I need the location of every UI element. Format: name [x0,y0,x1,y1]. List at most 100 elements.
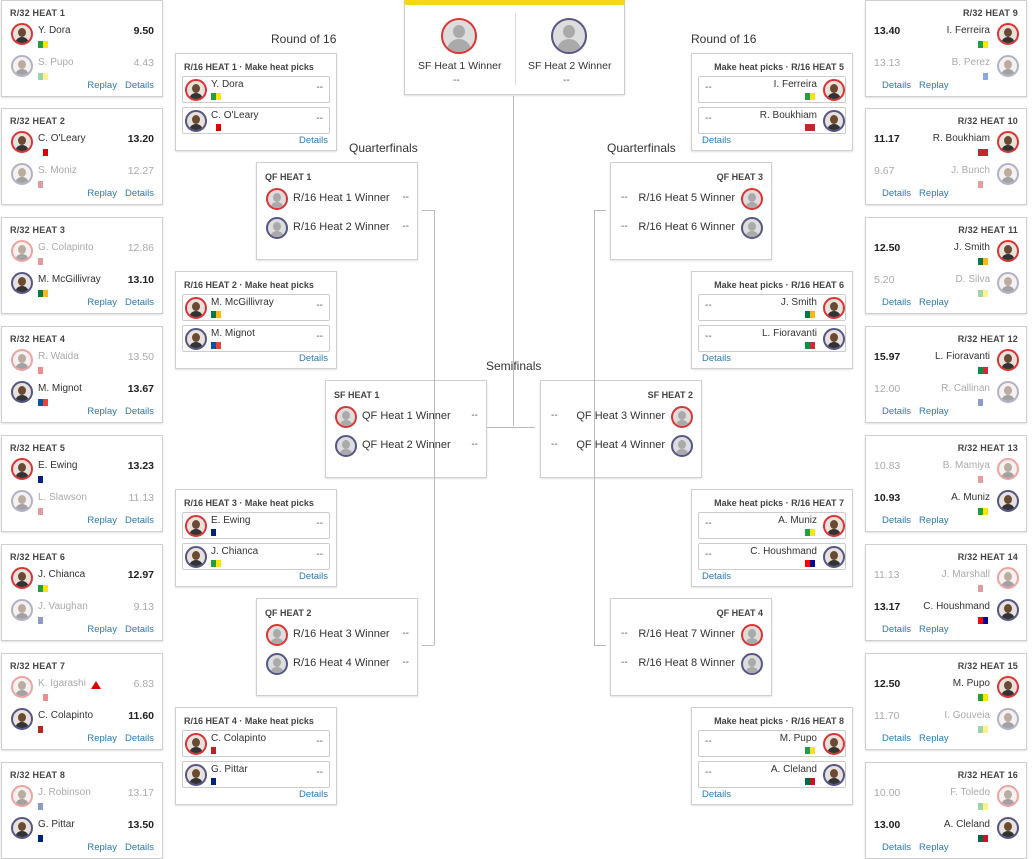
details-link[interactable]: Details [124,188,154,199]
details-link[interactable]: Details [882,80,912,91]
surfer-name[interactable]: C. O'Leary [38,133,86,144]
surfer-name[interactable]: L. Slawson [38,492,87,503]
details-link[interactable]: Details [124,624,154,635]
details-link[interactable]: Details [882,842,912,853]
details-link[interactable]: Details [124,842,154,853]
details-link[interactable]: Details [702,571,732,582]
replay-link[interactable]: Replay [919,188,949,199]
details-link[interactable]: Details [882,188,912,199]
replay-link[interactable]: Replay [87,188,117,199]
surfer-name[interactable]: B. Mamiya [942,460,990,471]
surfer-name[interactable]: J. Marshall [941,569,990,580]
replay-link[interactable]: Replay [87,297,117,308]
replay-link[interactable]: Replay [919,624,949,635]
surfer-name[interactable]: J. Chianca [38,569,86,580]
replay-link[interactable]: Replay [87,624,117,635]
surfer-name[interactable]: J. Vaughan [38,601,88,612]
heat-title[interactable]: R/16 HEAT 1 · Make heat picks [184,62,314,72]
replay-link[interactable]: Replay [919,406,949,417]
details-link[interactable]: Details [702,353,732,364]
details-link[interactable]: Details [124,515,154,526]
replay-link[interactable]: Replay [919,515,949,526]
details-link[interactable]: Details [882,624,912,635]
pick-slot[interactable]: -- M. Pupo [698,730,846,757]
heat-title[interactable]: Make heat picks · R/16 HEAT 5 [714,62,844,72]
pick-slot[interactable]: -- A. Muniz [698,512,846,539]
heat-title[interactable]: R/16 HEAT 4 · Make heat picks [184,716,314,726]
surfer-name[interactable]: M. McGillivray [38,274,101,285]
pick-slot[interactable]: M. McGillivray -- [182,294,330,321]
flag-icon [978,617,988,624]
details-link[interactable]: Details [882,297,912,308]
details-link[interactable]: Details [298,353,328,364]
surfer-name[interactable]: I. Ferreira [946,25,990,36]
pick-slot[interactable]: C. O'Leary -- [182,107,330,134]
pick-slot[interactable]: J. Chianca -- [182,543,330,570]
details-link[interactable]: Details [882,406,912,417]
surfer-name[interactable]: F. Toledo [950,787,990,798]
surfer-name[interactable]: J. Bunch [951,165,990,176]
details-link[interactable]: Details [298,789,328,800]
surfer-name[interactable]: G. Colapinto [38,242,94,253]
surfer-name: C. O'Leary [211,110,259,121]
details-link[interactable]: Details [124,297,154,308]
surfer-name[interactable]: I. Gouveia [944,710,990,721]
replay-link[interactable]: Replay [919,842,949,853]
pick-slot[interactable]: G. Pittar -- [182,761,330,788]
surfer-name[interactable]: R. Waida [38,351,79,362]
details-link[interactable]: Details [124,80,154,91]
surfer-name[interactable]: R. Callinan [941,383,990,394]
replay-link[interactable]: Replay [87,406,117,417]
pick-slot[interactable]: -- L. Fioravanti [698,325,846,352]
details-link[interactable]: Details [702,789,732,800]
pick-slot[interactable]: -- C. Houshmand [698,543,846,570]
surfer-name[interactable]: R. Boukhiam [932,133,990,144]
flag-icon [978,73,988,80]
replay-link[interactable]: Replay [87,515,117,526]
replay-link[interactable]: Replay [87,842,117,853]
surfer-score: -- [316,767,323,778]
surfer-name[interactable]: Y. Dora [38,25,71,36]
surfer-name[interactable]: J. Robinson [38,787,91,798]
surfer-name[interactable]: J. Smith [953,242,990,253]
replay-link[interactable]: Replay [919,80,949,91]
pick-slot[interactable]: C. Colapinto -- [182,730,330,757]
surfer-name[interactable]: L. Fioravanti [934,351,990,362]
replay-link[interactable]: Replay [919,733,949,744]
details-link[interactable]: Details [882,515,912,526]
surfer-name[interactable]: D. Silva [955,274,990,285]
pick-slot[interactable]: -- J. Smith [698,294,846,321]
surfer-name[interactable]: E. Ewing [38,460,78,471]
surfer-name[interactable]: C. Colapinto [38,710,94,721]
surfer-name[interactable]: B. Perez [951,57,990,68]
replay-link[interactable]: Replay [87,733,117,744]
pick-slot[interactable]: Y. Dora -- [182,76,330,103]
heat-title[interactable]: R/16 HEAT 2 · Make heat picks [184,280,314,290]
surfer-name[interactable]: K. Igarashi [38,678,86,689]
surfer-name[interactable]: S. Pupo [38,57,74,68]
details-link[interactable]: Details [702,135,732,146]
replay-link[interactable]: Replay [919,297,949,308]
pick-slot[interactable]: M. Mignot -- [182,325,330,352]
surfer-name[interactable]: C. Houshmand [923,601,990,612]
heat-title[interactable]: Make heat picks · R/16 HEAT 6 [714,280,844,290]
details-link[interactable]: Details [298,135,328,146]
details-link[interactable]: Details [124,406,154,417]
surfer-name[interactable]: A. Muniz [951,492,990,503]
surfer-name[interactable]: M. Mignot [38,383,82,394]
surfer-name[interactable]: S. Moniz [38,165,77,176]
pick-slot[interactable]: E. Ewing -- [182,512,330,539]
surfer-name[interactable]: A. Cleland [943,819,990,830]
pick-slot[interactable]: -- R. Boukhiam [698,107,846,134]
heat-title[interactable]: Make heat picks · R/16 HEAT 7 [714,498,844,508]
heat-title[interactable]: R/16 HEAT 3 · Make heat picks [184,498,314,508]
replay-link[interactable]: Replay [87,80,117,91]
details-link[interactable]: Details [298,571,328,582]
details-link[interactable]: Details [124,733,154,744]
pick-slot[interactable]: -- I. Ferreira [698,76,846,103]
details-link[interactable]: Details [882,733,912,744]
surfer-name[interactable]: G. Pittar [38,819,75,830]
heat-title[interactable]: Make heat picks · R/16 HEAT 8 [714,716,844,726]
pick-slot[interactable]: -- A. Cleland [698,761,846,788]
surfer-name[interactable]: M. Pupo [952,678,990,689]
